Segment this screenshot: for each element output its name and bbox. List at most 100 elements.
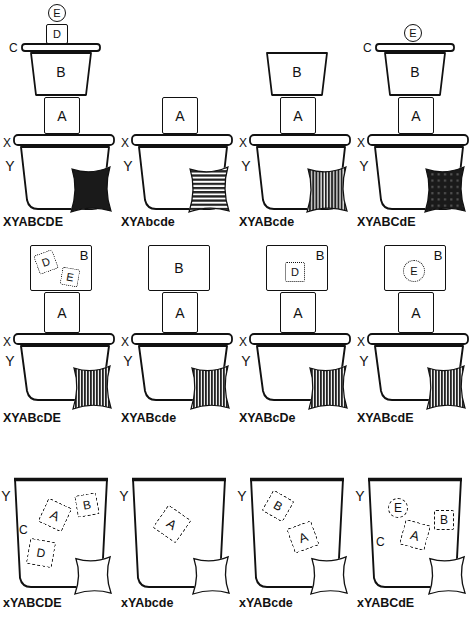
figure — [132, 334, 232, 409]
rim-letter: C — [363, 41, 372, 55]
block-box: D — [285, 262, 305, 282]
rim-x — [132, 135, 232, 145]
pot-outline-group — [250, 479, 344, 587]
pot-outline: Y — [374, 146, 464, 210]
rim-letter: X — [357, 136, 365, 150]
pot-outline-shape — [256, 345, 346, 401]
part-letter: B — [292, 65, 301, 79]
pot-outline-group — [375, 346, 463, 400]
pot-outline-group — [139, 346, 227, 400]
block-box: A — [280, 292, 316, 333]
pot-line — [21, 346, 109, 400]
pot-outline: YEBA — [368, 478, 462, 588]
ball-circle: E — [48, 4, 66, 22]
block-box: A — [398, 97, 434, 134]
pot-outline-shape — [20, 345, 110, 401]
figure — [132, 135, 232, 212]
part-letter: Y — [123, 159, 132, 173]
formula-label: XYABcde — [239, 215, 294, 229]
block-box: B — [266, 52, 328, 96]
block-box: A — [162, 292, 198, 333]
pot-top — [368, 478, 462, 482]
block-box: A — [398, 292, 434, 333]
cushion — [75, 557, 111, 594]
label-anchor: X — [239, 332, 247, 350]
rim-letter: X — [3, 335, 11, 349]
pot-outline: Y — [138, 345, 228, 401]
rim-x — [14, 135, 114, 145]
part-letter: Y — [359, 354, 368, 368]
block-outline — [267, 53, 327, 95]
block-box: A — [44, 97, 80, 134]
part-letter: A — [57, 109, 66, 123]
part-letter: Y — [5, 354, 14, 368]
pot-top — [14, 478, 108, 482]
figure — [368, 44, 468, 212]
part-letter: Y — [123, 354, 132, 368]
rim-x — [250, 135, 350, 145]
formula-label: XYABCdE — [357, 215, 416, 229]
pot-outline: YA — [132, 478, 226, 588]
rim-x — [132, 334, 232, 344]
figure — [193, 557, 229, 594]
part-letter: Y — [241, 159, 250, 173]
label-anchor: XYABcDe — [239, 408, 296, 426]
pot-outline-group — [257, 346, 345, 400]
rim-letter: X — [121, 335, 129, 349]
rim-x — [368, 135, 468, 145]
part-letter: A — [48, 507, 61, 522]
label-anchor: XYAbcde — [121, 212, 175, 230]
pot-outline-shape — [374, 146, 464, 210]
block-box: D — [26, 538, 56, 568]
cushion — [193, 557, 229, 594]
pot-outline-group — [132, 479, 226, 587]
label-anchor: C — [376, 532, 385, 550]
label-anchor: X — [357, 133, 365, 151]
block-outline — [31, 53, 91, 95]
pot-outline: Y — [138, 146, 228, 210]
part-letter: Y — [5, 159, 14, 173]
formula-label: xYABcde — [239, 596, 293, 610]
pot-outline-shape — [20, 146, 110, 210]
figure — [75, 557, 111, 594]
part-letter: B — [410, 65, 419, 79]
part-letter: E — [394, 502, 402, 514]
block-box: A — [399, 519, 431, 551]
pot-outline-shape — [374, 345, 464, 401]
part-letter: B — [80, 249, 89, 262]
rim-letter: C — [19, 523, 28, 537]
ball-circle: E — [403, 260, 425, 282]
part-letter: A — [411, 306, 420, 320]
cushion — [311, 557, 347, 594]
block-box: B — [30, 52, 92, 96]
rim-c — [376, 44, 454, 51]
part-letter: B — [316, 249, 325, 262]
rim-letter: X — [239, 136, 247, 150]
part-letter: E — [410, 266, 417, 277]
block-box: BDE — [30, 245, 92, 291]
pot-line — [369, 479, 461, 587]
pot-outline: Y — [20, 345, 110, 401]
label-anchor: C — [19, 520, 28, 538]
label-anchor: X — [3, 133, 11, 151]
pot-outline: YBA — [250, 478, 344, 588]
rim-x — [14, 334, 114, 344]
pot-outline-group — [21, 147, 109, 209]
part-letter: D — [291, 267, 299, 278]
pot-line — [257, 346, 345, 400]
block-box: BE — [384, 245, 446, 291]
part-letter: D — [40, 255, 51, 268]
figure — [250, 135, 350, 212]
pot-line — [133, 479, 225, 587]
block-box: A — [153, 505, 192, 544]
block-box: BD — [266, 245, 328, 291]
pot-line — [139, 346, 227, 400]
block-box: A — [280, 97, 316, 134]
label-anchor: xYABCdE — [357, 593, 414, 611]
block-box: D — [33, 249, 59, 275]
pot-outline: Y — [256, 345, 346, 401]
block-box: B — [262, 490, 295, 523]
part-letter: A — [411, 109, 420, 123]
pot-line — [375, 147, 463, 209]
